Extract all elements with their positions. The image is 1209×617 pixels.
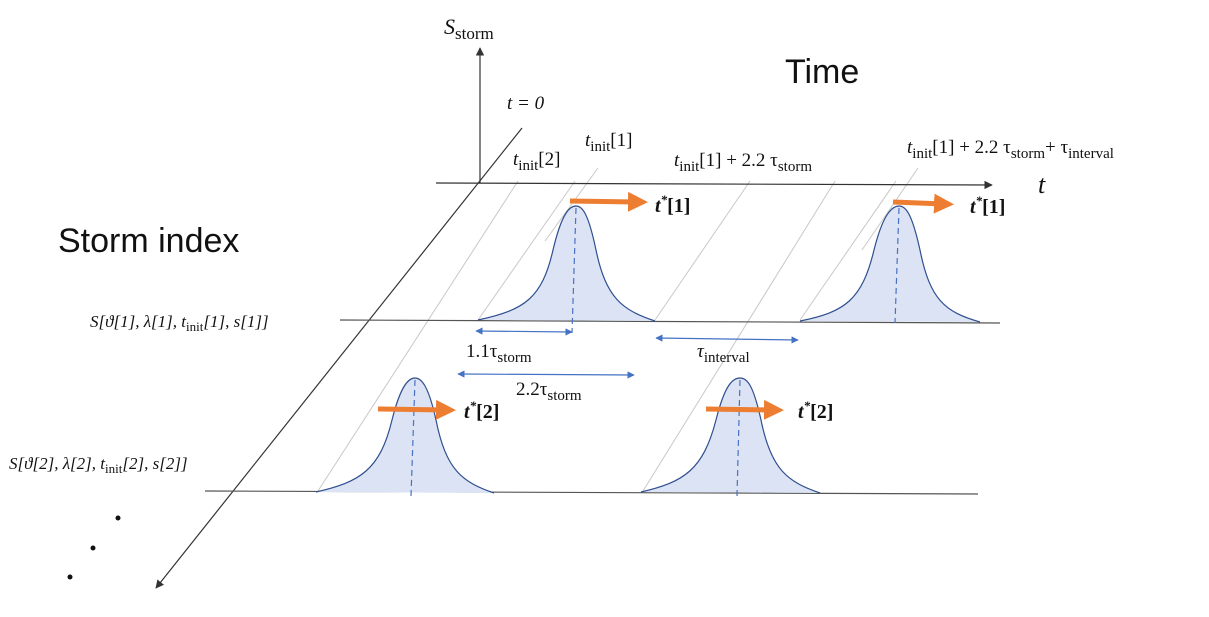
dim-arrow-1-1 xyxy=(475,327,573,336)
time-title: Time xyxy=(785,53,859,91)
pulse-peak-marker xyxy=(571,207,577,334)
y-axis-label: Sstorm xyxy=(444,14,494,43)
t-star-1-label: t*[1] xyxy=(655,192,690,217)
row1-label: S[ϑ[1], λ[1], tinit[1], s[1]] xyxy=(90,312,269,334)
guide-line xyxy=(317,180,519,492)
orange-arrow xyxy=(892,193,954,214)
guide-line xyxy=(861,167,919,251)
storm-index-title: Storm index xyxy=(58,222,239,260)
pulse-shape xyxy=(640,377,821,494)
pulse-peak-marker xyxy=(894,207,900,324)
axes xyxy=(155,47,993,589)
guide-lines xyxy=(317,167,919,492)
dimension-arrows xyxy=(457,327,799,379)
ellipsis-dot xyxy=(67,574,73,580)
ellipsis-dots xyxy=(67,515,121,580)
t-init-1-label: tinit[1] xyxy=(585,130,632,155)
pulse-shape xyxy=(799,205,981,323)
dim-2-2-label: 2.2τstorm xyxy=(516,379,582,404)
pulse xyxy=(315,377,495,497)
guide-line xyxy=(799,180,897,321)
storm-index-axis xyxy=(155,127,523,589)
dim-arrow-interval xyxy=(655,334,799,344)
orange-arrow xyxy=(569,191,648,212)
t-axis-label: t xyxy=(1038,170,1046,199)
orange-arrow xyxy=(377,399,456,420)
t-zero-label: t = 0 xyxy=(507,93,545,114)
guide-line xyxy=(477,180,576,321)
row2-label: S[ϑ[2], λ[2], tinit[2], s[2]] xyxy=(9,454,188,476)
t-star-2-label: t*[2] xyxy=(798,398,833,423)
guide-line xyxy=(654,180,751,321)
pulse xyxy=(640,377,821,497)
t-init-2-label: tinit[2] xyxy=(513,149,560,174)
t-star-2-label: t*[2] xyxy=(464,398,499,423)
time-axis xyxy=(435,180,993,190)
ellipsis-dot xyxy=(90,545,96,551)
dim-interval-label: τinterval xyxy=(697,341,750,366)
dim-arrow-2-2 xyxy=(457,370,635,379)
t-star-1-label: t*[1] xyxy=(970,193,1005,218)
row1-baseline xyxy=(339,319,1001,324)
orange-arrows xyxy=(377,191,954,420)
dim-1-1-label: 1.1τstorm xyxy=(466,341,532,366)
pulse xyxy=(799,205,981,324)
pulse-shape xyxy=(315,377,495,494)
t-init-plus-interval-label: tinit[1] + 2.2 τstorm+ τinterval xyxy=(907,137,1114,162)
guide-line xyxy=(544,167,599,242)
pulse-shape xyxy=(477,205,656,322)
baselines xyxy=(204,319,1001,495)
orange-arrow xyxy=(705,399,784,420)
ellipsis-dot xyxy=(115,515,121,521)
t-init-plus-2-2-label: tinit[1] + 2.2 τstorm xyxy=(674,150,812,175)
pulse xyxy=(477,205,656,334)
